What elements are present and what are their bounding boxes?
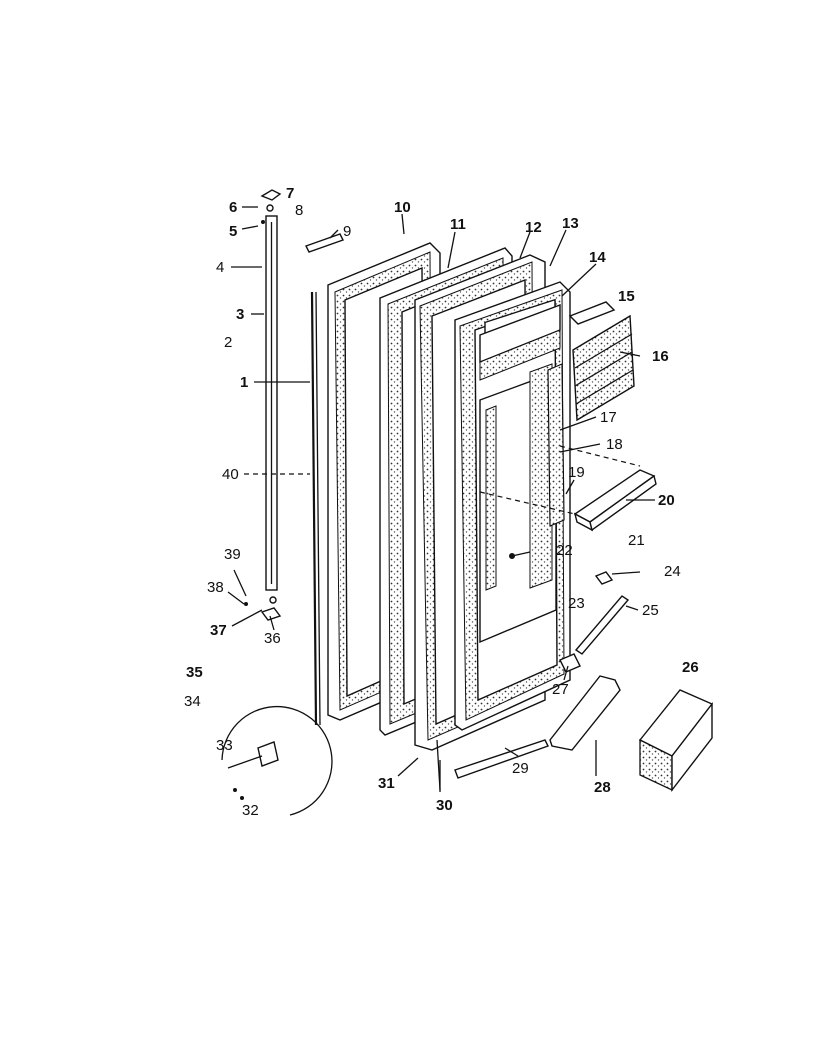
label-36: 36 bbox=[264, 630, 281, 647]
label-32: 32 bbox=[242, 802, 259, 819]
label-19: 19 bbox=[568, 464, 585, 481]
label-15: 15 bbox=[618, 288, 635, 305]
label-39: 39 bbox=[224, 546, 241, 563]
label-29: 29 bbox=[512, 760, 529, 777]
label-6: 6 bbox=[229, 199, 237, 216]
shelf-cap bbox=[568, 301, 616, 325]
container-26 bbox=[638, 689, 714, 793]
lower-hinge bbox=[244, 596, 282, 621]
label-18: 18 bbox=[606, 436, 623, 453]
label-26: 26 bbox=[682, 659, 699, 676]
top-trim-piece bbox=[305, 233, 344, 253]
label-33: 33 bbox=[216, 737, 233, 754]
label-23: 23 bbox=[568, 595, 585, 612]
hinge-detail-inset bbox=[221, 705, 333, 816]
label-2: 2 bbox=[224, 334, 232, 351]
label-22: 22 bbox=[556, 542, 573, 559]
label-28: 28 bbox=[594, 779, 611, 796]
clip-24 bbox=[594, 571, 614, 585]
handle-bar bbox=[260, 189, 282, 591]
label-35: 35 bbox=[186, 664, 203, 681]
callout-labels: 1 2 3 4 5 6 7 8 9 10 11 12 13 14 15 16 1… bbox=[184, 185, 699, 819]
label-13: 13 bbox=[562, 215, 579, 232]
label-1: 1 bbox=[240, 374, 248, 391]
label-38: 38 bbox=[207, 579, 224, 596]
door-tray bbox=[573, 469, 657, 532]
breaker-strip bbox=[454, 739, 549, 779]
label-27: 27 bbox=[552, 681, 569, 698]
label-25: 25 bbox=[642, 602, 659, 619]
heater-28 bbox=[549, 675, 621, 751]
bracket-27 bbox=[559, 653, 581, 673]
label-34: 34 bbox=[184, 693, 201, 710]
side-rail bbox=[547, 363, 565, 527]
connector-line-tray bbox=[479, 491, 576, 515]
rail-25 bbox=[574, 595, 630, 655]
gasket-strip bbox=[310, 291, 321, 726]
inner-liner bbox=[454, 281, 571, 731]
label-40: 40 bbox=[222, 466, 239, 483]
label-3: 3 bbox=[236, 306, 244, 323]
label-10: 10 bbox=[394, 199, 411, 216]
label-7: 7 bbox=[286, 185, 294, 202]
label-37: 37 bbox=[210, 622, 227, 639]
label-30: 30 bbox=[436, 797, 453, 814]
label-31: 31 bbox=[378, 775, 395, 792]
label-11: 11 bbox=[450, 216, 466, 233]
label-24: 24 bbox=[664, 563, 681, 580]
label-14: 14 bbox=[589, 249, 606, 266]
screw-22 bbox=[509, 551, 531, 559]
label-21: 21 bbox=[628, 532, 645, 549]
label-5: 5 bbox=[229, 223, 237, 240]
label-8: 8 bbox=[295, 202, 303, 219]
label-17: 17 bbox=[600, 409, 617, 426]
label-16: 16 bbox=[652, 348, 669, 365]
shelf-grille bbox=[572, 314, 635, 422]
label-9: 9 bbox=[343, 223, 351, 240]
label-20: 20 bbox=[658, 492, 675, 509]
label-4: 4 bbox=[216, 259, 224, 276]
label-12: 12 bbox=[525, 219, 542, 236]
leader-lines bbox=[227, 206, 655, 792]
